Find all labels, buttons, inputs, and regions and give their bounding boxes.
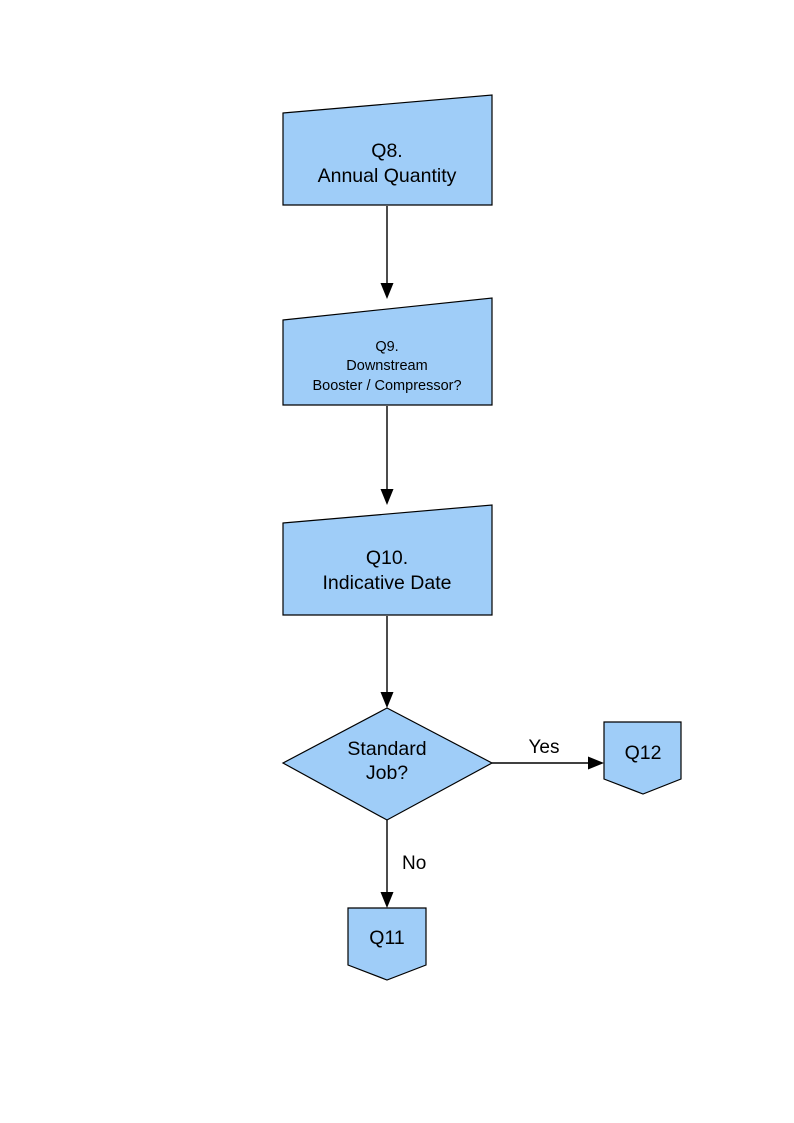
- node-q10[interactable]: Q10. Indicative Date: [282, 504, 493, 616]
- node-q12[interactable]: Q12: [603, 721, 682, 795]
- node-q10-label-line1: Q10.: [366, 547, 408, 569]
- edge-decision-to-q12: [492, 756, 604, 770]
- edge-q10-to-decision: [380, 616, 394, 708]
- node-q12-shape[interactable]: [603, 721, 682, 795]
- node-q9-label-line3: Booster / Compressor?: [312, 378, 461, 394]
- node-q9-label-line2: Downstream: [346, 358, 427, 374]
- node-q12-label: Q12: [625, 742, 662, 764]
- node-decision-label-line2: Job?: [366, 762, 408, 784]
- node-q9-label-line1: Q9.: [375, 339, 398, 355]
- edge-decision-to-q11-arrowhead: [380, 892, 394, 908]
- node-q9[interactable]: Q9. Downstream Booster / Compressor?: [282, 297, 493, 406]
- edge-label-yes: Yes: [529, 737, 560, 758]
- edge-decision-to-q11: [380, 820, 394, 908]
- node-q9-shape[interactable]: [282, 297, 493, 406]
- node-q10-label-line2: Indicative Date: [323, 572, 452, 594]
- edge-q10-to-decision-arrowhead: [380, 692, 394, 708]
- node-decision-shape[interactable]: [281, 707, 494, 821]
- edge-decision-to-q12-arrowhead: [588, 756, 604, 770]
- edge-q8-to-q9-arrowhead: [380, 283, 394, 299]
- node-q8-label-line1: Q8.: [371, 140, 402, 162]
- edge-q9-to-q10-arrowhead: [380, 489, 394, 505]
- edge-label-no: No: [402, 853, 426, 874]
- node-q11-label: Q11: [369, 927, 404, 949]
- node-decision-standard-job[interactable]: Standard Job?: [281, 707, 494, 821]
- node-q8-shape[interactable]: [282, 94, 493, 206]
- node-q10-shape[interactable]: [282, 504, 493, 616]
- edge-q8-to-q9: [380, 206, 394, 299]
- node-q8[interactable]: Q8. Annual Quantity: [282, 94, 493, 206]
- node-decision-label-line1: Standard: [347, 738, 426, 760]
- node-q8-label-line2: Annual Quantity: [318, 165, 457, 187]
- edge-q9-to-q10: [380, 406, 394, 505]
- node-q11-shape[interactable]: [347, 907, 427, 981]
- node-q11[interactable]: Q11: [347, 907, 427, 981]
